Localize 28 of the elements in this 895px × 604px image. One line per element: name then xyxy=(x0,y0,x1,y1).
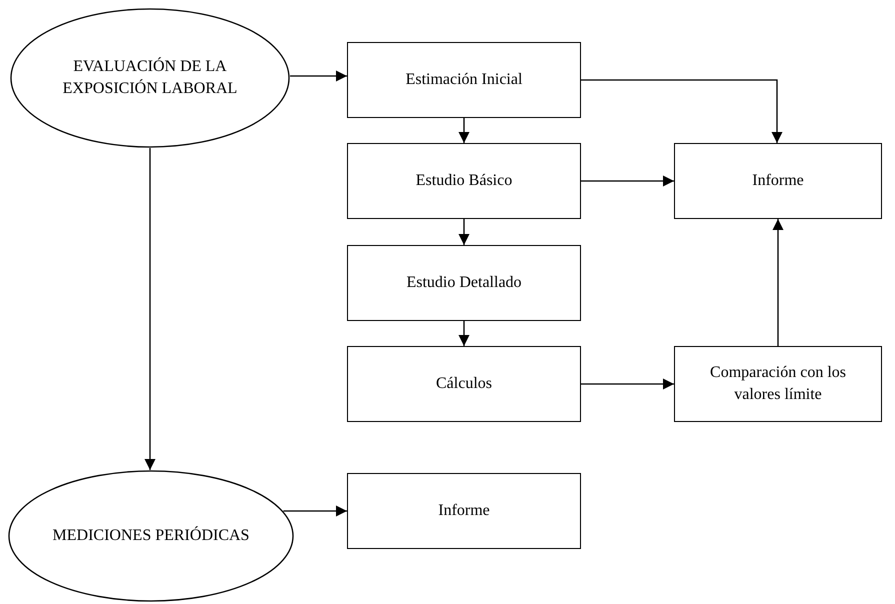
node-label: MEDICIONES PERIÓDICAS xyxy=(52,525,250,546)
node-label: Estudio Detallado xyxy=(406,273,522,294)
process-box xyxy=(674,143,882,219)
node-label: Informe xyxy=(752,171,804,192)
ellipse-node xyxy=(8,470,294,602)
node-label: Informe xyxy=(438,501,490,522)
arrow xyxy=(581,176,674,186)
node-label: EVALUACIÓN DE LA EXPOSICIÓN LABORAL xyxy=(62,56,238,99)
process-box xyxy=(347,143,581,219)
ellipse-node xyxy=(10,8,290,148)
arrow xyxy=(290,70,347,82)
process-box xyxy=(347,245,581,321)
arrow xyxy=(581,378,674,390)
arrow xyxy=(581,79,782,143)
process-box xyxy=(347,346,581,422)
arrow xyxy=(772,219,784,346)
node-label: Cálculos xyxy=(436,374,492,394)
arrow xyxy=(458,321,470,346)
arrow xyxy=(283,506,347,516)
node-label: Comparación con los valores límite xyxy=(709,363,847,405)
process-box xyxy=(347,42,581,118)
process-box xyxy=(347,473,581,549)
node-label: Estimación Inicial xyxy=(406,70,522,90)
arrow xyxy=(458,118,470,143)
node-label: Estudio Básico xyxy=(416,171,512,192)
arrow xyxy=(458,219,470,245)
process-box xyxy=(674,346,882,422)
arrow xyxy=(144,148,156,470)
